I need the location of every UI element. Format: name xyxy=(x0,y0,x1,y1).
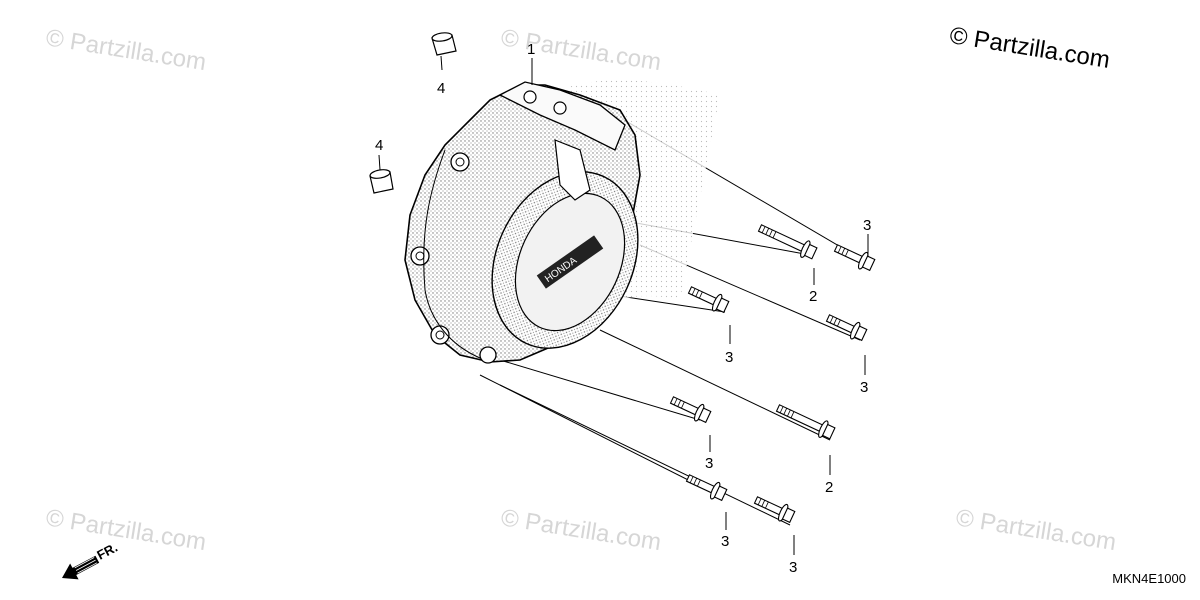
flange-bolt-short-icon xyxy=(685,474,728,502)
watermark-top-left: © Partzilla.com xyxy=(44,24,208,76)
watermark-bottom-center: © Partzilla.com xyxy=(499,504,663,556)
callout-4: 4 xyxy=(375,137,383,154)
generator-cover-icon: HONDA xyxy=(404,80,720,364)
callout-3: 3 xyxy=(705,455,713,472)
flange-bolt-long-icon xyxy=(775,404,836,440)
flange-bolt-long-icon xyxy=(757,224,818,260)
callouts: 1 4 4 3 2 3 3 3 2 3 3 xyxy=(375,41,871,576)
flange-bolt-short-icon xyxy=(687,286,730,314)
flange-bolt-short-icon xyxy=(825,314,868,342)
callout-leaders xyxy=(531,58,869,555)
watermark-bottom-right: © Partzilla.com xyxy=(954,504,1118,556)
callout-2: 2 xyxy=(825,479,833,496)
front-direction-label: FR. xyxy=(94,540,120,563)
callout-3: 3 xyxy=(863,217,871,234)
diagram-code: MKN4E1000 xyxy=(1112,571,1186,586)
callout-1: 1 xyxy=(527,41,535,58)
flange-bolt-short-icon xyxy=(753,496,796,524)
watermark-top-center: © Partzilla.com xyxy=(499,24,663,76)
callout-2: 2 xyxy=(809,288,817,305)
flange-bolt-short-icon xyxy=(669,396,712,424)
callout-3: 3 xyxy=(721,533,729,550)
front-arrow-icon: FR. xyxy=(62,540,120,580)
callout-3: 3 xyxy=(789,559,797,576)
callout-4: 4 xyxy=(437,80,445,97)
dowel-pin-icon xyxy=(369,154,394,194)
watermark-bottom-left: © Partzilla.com xyxy=(44,504,208,556)
callout-3: 3 xyxy=(725,349,733,366)
dowel-pin-icon xyxy=(431,32,457,71)
flange-bolt-short-icon xyxy=(833,244,876,272)
callout-3: 3 xyxy=(860,379,868,396)
